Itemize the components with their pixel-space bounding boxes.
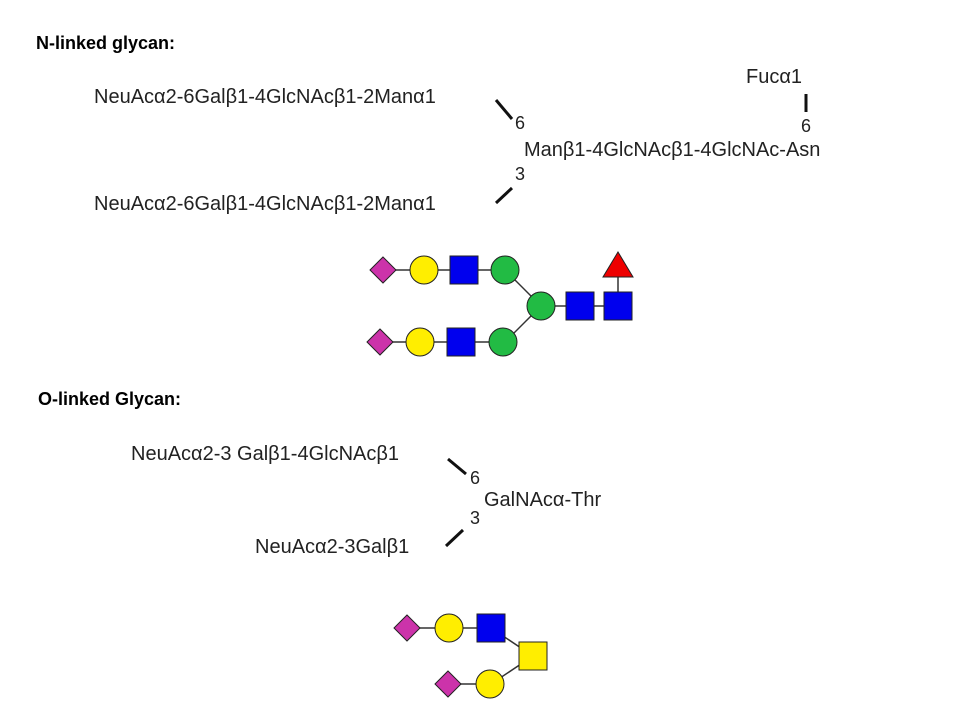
o-linked-link-6: 6 (470, 468, 481, 488)
o-linked-link-3: 3 (470, 508, 481, 528)
glcnac-icon (603, 291, 633, 321)
gal-icon (475, 669, 505, 699)
man-icon (488, 327, 518, 357)
o-linked-symbol-diagram (393, 613, 548, 699)
n-linked-link-6: 6 (515, 113, 526, 133)
fuc-icon (602, 251, 634, 278)
gal-icon (405, 327, 435, 357)
neuac-icon (434, 670, 462, 698)
gal-icon (409, 255, 439, 285)
gal-icon (434, 613, 464, 643)
n-linked-symbol-diagram (366, 251, 634, 357)
glcnac-icon (476, 613, 506, 643)
glcnac-icon (449, 255, 479, 285)
neuac-icon (393, 614, 421, 642)
o-linked-heading: O-linked Glycan: (38, 389, 182, 409)
n-linked-fucose-link-6: 6 (801, 116, 812, 136)
n-linked-heading: N-linked glycan: (36, 33, 176, 53)
galnac-icon (518, 641, 548, 671)
n-linked-bond-bottom (494, 186, 514, 205)
glcnac-icon (446, 327, 476, 357)
glcnac-icon (565, 291, 595, 321)
neuac-icon (369, 256, 397, 284)
n-linked-branch-bottom: NeuAcα2-6Galβ1-4GlcNAcβ1-2Manα1 (94, 193, 436, 215)
neuac-icon (366, 328, 394, 356)
o-linked-branch-bottom: NeuAcα2-3Galβ1 (255, 536, 410, 558)
man-icon (490, 255, 520, 285)
n-linked-link-3: 3 (515, 164, 526, 184)
o-linked-bond-bottom (444, 528, 465, 548)
man-icon (526, 291, 556, 321)
o-linked-core: GalNAcα-Thr (484, 489, 602, 511)
n-linked-branch-top: NeuAcα2-6Galβ1-4GlcNAcβ1-2Manα1 (94, 86, 436, 108)
n-linked-fucose: Fucα1 (746, 66, 803, 88)
o-linked-bond-top (447, 457, 467, 476)
n-linked-core: Manβ1-4GlcNAcβ1-4GlcNAc-Asn (524, 139, 821, 161)
n-linked-bond-top (494, 99, 514, 120)
o-linked-branch-top: NeuAcα2-3 Galβ1-4GlcNAcβ1 (131, 443, 399, 465)
